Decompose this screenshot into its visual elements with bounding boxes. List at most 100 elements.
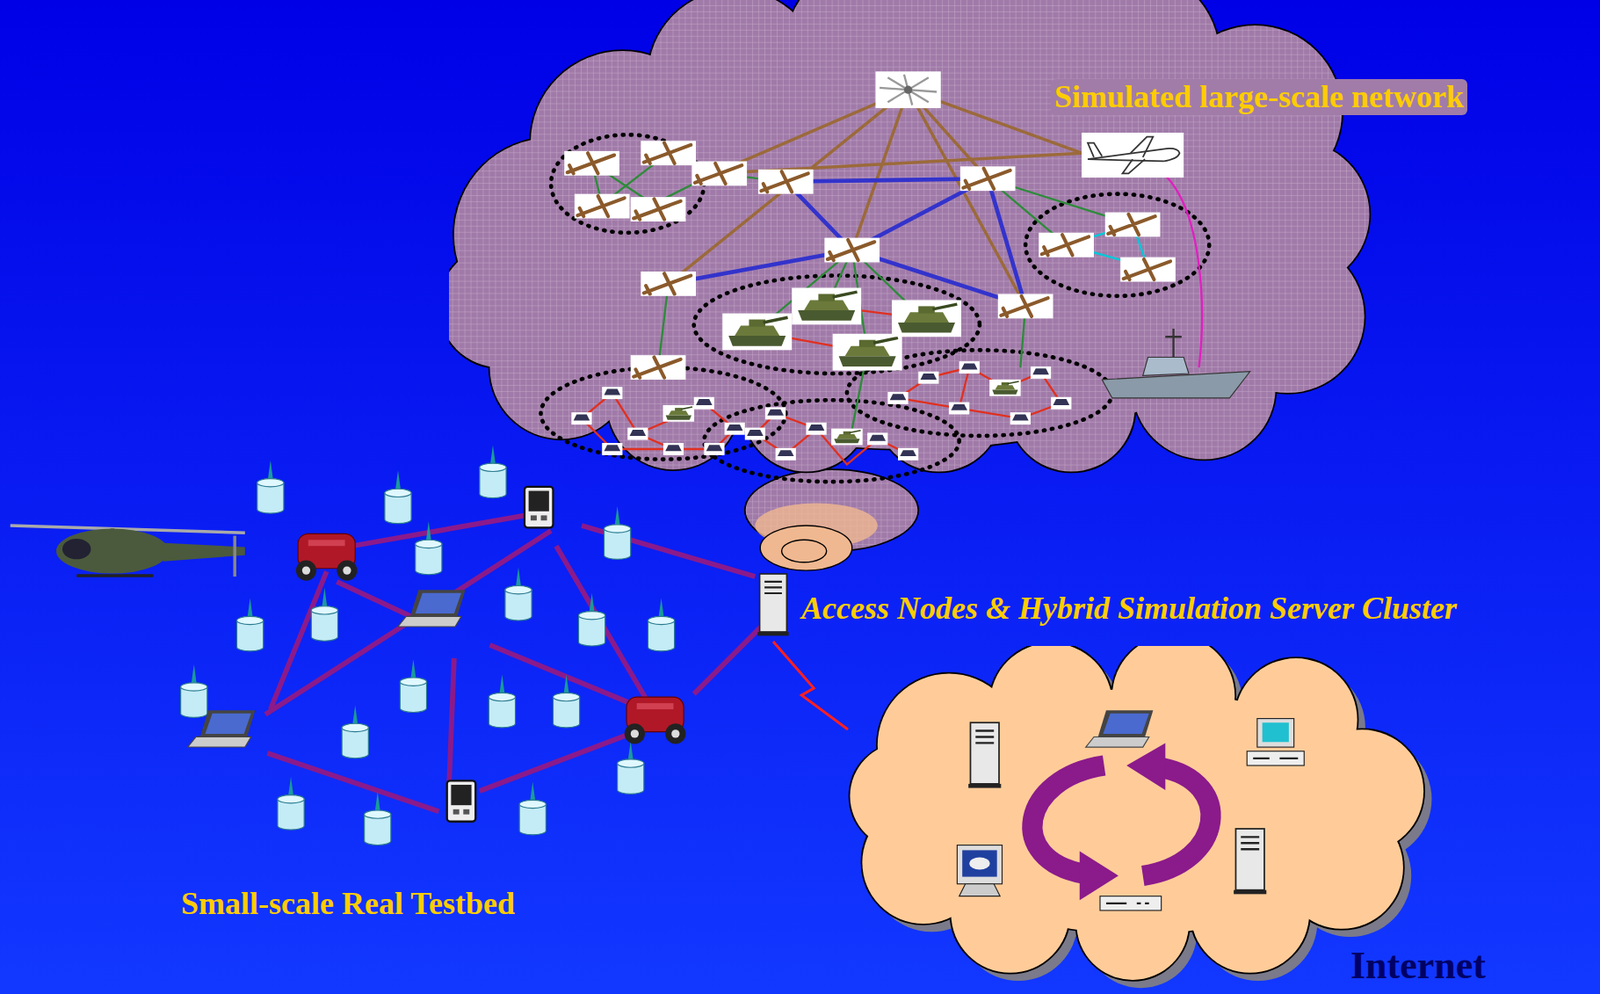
desktop	[1246, 718, 1304, 766]
monitor	[956, 845, 1002, 897]
backbone-links	[668, 89, 1082, 306]
laptop	[1085, 709, 1154, 747]
mini-node	[765, 406, 786, 420]
node-label: Access Nodes & Hybrid Simulation Server …	[801, 590, 1457, 627]
cloud-shape	[448, 0, 1557, 493]
pda	[447, 780, 477, 821]
uav	[630, 354, 687, 380]
ship	[1101, 328, 1250, 399]
small-tank	[989, 379, 1021, 397]
thought-bubbles	[745, 469, 919, 571]
tank	[891, 299, 962, 337]
tail-rotor	[232, 535, 236, 577]
tank	[832, 333, 903, 371]
lightning-link	[773, 641, 848, 730]
mini-node	[745, 427, 766, 441]
mini-node	[724, 422, 746, 435]
sensor-node	[519, 781, 546, 834]
mini-node	[601, 442, 623, 456]
uav	[640, 271, 696, 297]
laptop	[398, 589, 466, 627]
mast	[1165, 328, 1182, 358]
tail-boom	[163, 542, 246, 562]
sensor-node	[604, 506, 631, 559]
mini-node	[959, 361, 980, 374]
simulated-network-cloud: Simulated large-scale network	[448, 0, 1557, 493]
testbed-links	[265, 514, 764, 811]
uav	[574, 194, 630, 219]
cloud-outline	[448, 0, 1370, 472]
rotor-hub	[875, 71, 941, 109]
helicopter	[10, 525, 246, 577]
mini-node	[1050, 397, 1072, 410]
cloud-outline	[849, 645, 1424, 980]
fuselage	[56, 528, 169, 573]
arrow-head	[1126, 742, 1166, 790]
hull	[1101, 371, 1250, 399]
cloud-fill	[849, 645, 1424, 980]
node-label: Internet	[1350, 946, 1486, 985]
sensor-node	[399, 658, 427, 712]
sensor-node	[384, 470, 412, 523]
mini-node	[887, 391, 908, 405]
cockpit	[62, 538, 92, 559]
sensor-node	[488, 674, 515, 728]
uav	[1105, 212, 1161, 238]
sensor-node	[505, 567, 532, 621]
mini-node	[601, 386, 623, 399]
bubble-small	[781, 539, 827, 563]
robot	[296, 533, 358, 580]
region-label: Small-scale Real Testbed	[180, 885, 515, 922]
uav	[998, 293, 1054, 319]
sensor-node	[552, 674, 580, 728]
cycle-arrow	[1143, 767, 1211, 876]
sensor-node	[277, 776, 305, 830]
bubble-medium	[760, 525, 853, 571]
superstructure	[1143, 356, 1189, 376]
mini-node	[703, 442, 724, 456]
uav	[1120, 257, 1176, 283]
sensor-node	[341, 704, 369, 758]
mini-node	[663, 442, 684, 456]
mini-node	[775, 448, 797, 461]
node-label: Simulated large-scale network	[1050, 79, 1468, 116]
mini-node	[948, 402, 970, 415]
sensors	[180, 444, 675, 845]
label-holder: Small-scale Real Testbed	[180, 885, 515, 922]
mini-node	[627, 427, 648, 441]
small-tank	[663, 405, 696, 422]
uav	[824, 238, 880, 263]
uav-links	[668, 178, 1026, 306]
sensor-node	[579, 593, 606, 646]
cloud-fill	[448, 0, 1370, 472]
sensor-node	[180, 664, 208, 717]
laptop	[188, 709, 256, 747]
mini-node	[1030, 366, 1051, 379]
server-icon	[1233, 828, 1267, 894]
server-icon	[757, 573, 789, 636]
tank	[791, 287, 862, 325]
sensor-node	[364, 791, 391, 845]
mini-node	[805, 422, 826, 435]
uav	[630, 196, 687, 222]
skid	[76, 573, 153, 577]
internet-cloud: Internet	[847, 645, 1543, 991]
mini-node	[918, 371, 939, 384]
cloud-shape	[847, 645, 1543, 991]
mini-node	[1010, 412, 1031, 425]
server-icon	[968, 722, 1001, 788]
network-hub	[1100, 896, 1162, 911]
uav	[758, 169, 814, 195]
sensor-node	[617, 740, 645, 794]
sensor-node	[479, 444, 507, 498]
uav	[691, 160, 747, 186]
access-node: Access Nodes & Hybrid Simulation Server …	[746, 569, 1469, 642]
arrow-head	[1079, 851, 1119, 901]
uav	[640, 140, 696, 166]
mini-node	[571, 412, 592, 425]
pda	[524, 486, 554, 528]
sensor-node	[311, 587, 338, 641]
sensor-node	[237, 597, 264, 651]
mini-node	[867, 432, 888, 445]
small-tank	[831, 428, 863, 446]
